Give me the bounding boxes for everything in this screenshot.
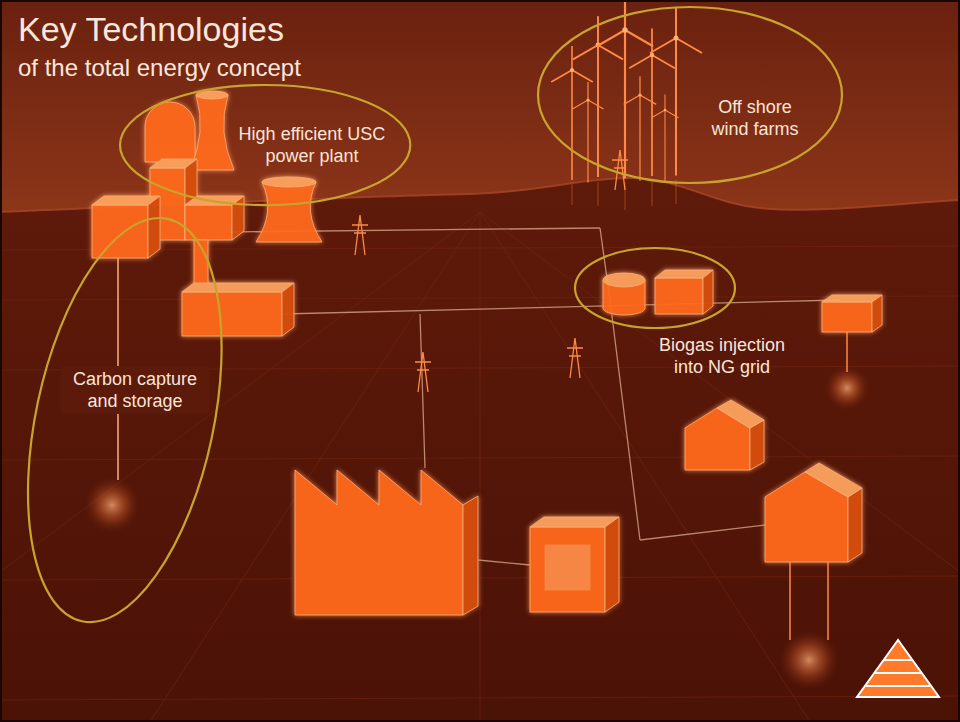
sea [0,0,960,212]
power-plant-callout: High efficient USC power plant [120,85,410,205]
slide-subtitle: of the total energy concept [18,54,301,83]
grid-line [0,212,480,722]
plant-hall-top [182,283,294,292]
capture-unit [92,205,148,258]
reflection [651,180,652,206]
logo-triangle [857,640,939,697]
cooling-tower [256,182,322,242]
biogas-callout: Biogas injection into NG grid [575,248,735,328]
buildings [92,91,882,615]
callout-ellipse [0,200,255,639]
ground-grid [0,212,960,722]
callout-text: Biogas injection into NG grid [650,334,795,378]
biogas-plant [655,278,703,314]
station-box [822,302,872,332]
pylon [352,215,368,255]
pylon [612,150,628,190]
house-side [848,488,862,562]
building-window [545,545,590,590]
slide-title: Key Technologies [18,10,284,49]
callout-ellipse [120,85,410,205]
ground-glow [779,630,839,690]
capture-unit-side [148,196,160,258]
wind-turbine [573,16,623,177]
wind-turbine [572,82,603,183]
pylon [415,352,431,392]
plant-hall [182,292,282,336]
house-roof [805,463,862,497]
plant-hall-side [282,283,294,336]
cooling-tower-top [196,91,228,99]
callout-outline [538,7,842,183]
station-box-side [872,295,882,332]
pylon [567,338,583,378]
power-line [420,314,425,468]
power-line [640,525,765,540]
wind-farm-callout: Off shore wind farms [538,7,842,183]
wind-farm [551,0,702,210]
house-roof [717,400,764,428]
dome-tank [145,102,195,162]
callout-ellipse [575,248,735,328]
callout-outline [120,85,410,205]
reflection [571,184,572,205]
callout-text: Carbon capture and storage [61,366,209,414]
ground-glow [825,366,869,410]
carbon-capture-callout: Carbon capture and storage [28,218,222,622]
pipe [789,562,791,640]
wind-turbine [650,8,702,176]
reflection [597,182,598,206]
grid-line [150,212,480,722]
building [530,527,605,612]
logo-stripe [884,659,912,661]
wind-turbine [597,0,653,178]
power-line [282,300,840,314]
callout-outline [575,248,735,328]
pipe [827,562,829,640]
logo [857,640,939,697]
logo-stripe [875,672,921,674]
grid-line [480,212,960,722]
callout-text: High efficient USC power plant [237,123,387,167]
callout-ellipse [538,7,842,183]
cooling-tower-top [262,177,316,187]
grid-line [480,212,810,722]
storage-glow [84,477,140,533]
grid-line [480,212,481,722]
logo-stripe [866,685,930,687]
biogas-plant-side [703,270,713,314]
house-side [750,420,764,470]
power-line [478,560,530,565]
building-top [530,517,619,527]
pipe [846,332,848,372]
building-side [605,517,619,612]
biogas-tank-top [603,273,645,287]
wind-turbine [651,94,678,181]
callout-outline [28,218,222,622]
wind-turbine [624,76,656,181]
plant-block-side [232,196,244,240]
factory-side [463,496,478,615]
factory [295,470,463,615]
callout-text: Off shore wind farms [705,96,805,140]
pylons [352,150,628,392]
